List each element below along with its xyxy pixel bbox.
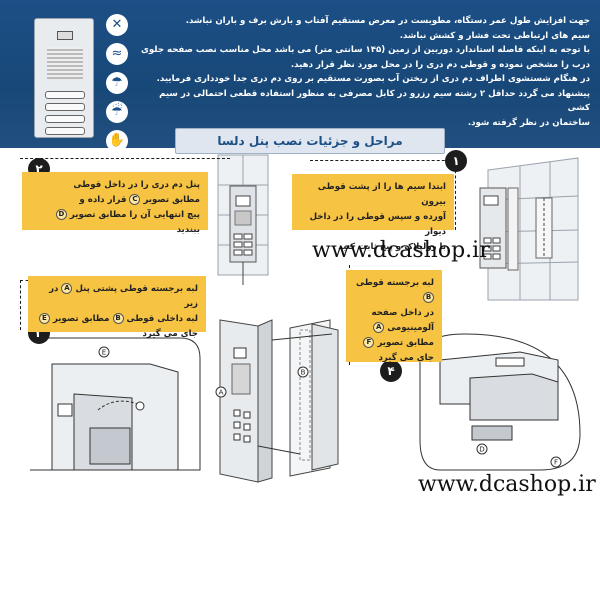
call-button <box>45 115 85 123</box>
intro-line: در هنگام شستشوی اطراف دم دری از ریختن آب… <box>156 74 590 84</box>
rain-icon: ☔ <box>106 101 128 123</box>
watermark: www.dcashop.ir <box>312 238 490 263</box>
callout-c-badge: C <box>129 194 141 205</box>
backbox-step1 <box>479 187 553 271</box>
warning-icons: ✕ ≈ ☂ ☔ ✋ <box>106 14 132 159</box>
call-button <box>45 103 85 111</box>
step-number: ۴ <box>380 360 402 382</box>
callout-b-badge: B <box>423 292 434 303</box>
dashed-border <box>455 160 456 230</box>
step-text: جای می گیرد <box>378 353 434 363</box>
panel-step2 <box>229 185 257 285</box>
intro-line: پیشنهاد می گردد حداقل ۲ رشته سیم رزرو در… <box>159 88 590 114</box>
callout-e: E <box>102 349 106 357</box>
intro-text: جهت افزایش طول عمر دستگاه، مطوبست در معر… <box>140 14 590 130</box>
intro-line: ساختمان در نظر گرفته شود. <box>467 117 590 128</box>
step-text: ببندید <box>176 225 200 235</box>
step-text: لبه برجسته قوطی <box>356 278 434 288</box>
panel-front-step3 <box>219 319 273 483</box>
step-text: لبه برجسته قوطی پشتی پنل <box>75 284 198 294</box>
call-button <box>45 91 85 99</box>
callout-d-badge: D <box>55 209 67 220</box>
step-text: ابتدا سیم ها را از پشت قوطی بیرون <box>317 182 446 207</box>
step-text: آلومینیومی <box>387 323 434 333</box>
step4-box: لبه برجسته قوطی B در داخل صفحه آلومینیوم… <box>346 270 442 363</box>
speaker-grille <box>47 47 83 79</box>
step-text: پیچ انتهایی آن را مطابق تصویر <box>69 210 200 220</box>
step-text: آورده و سپس قوطی را در داخل دیوار <box>309 212 446 237</box>
connector-lines <box>257 333 333 455</box>
callout-f-badge: F <box>363 337 375 348</box>
step-text: جای می گیرد <box>142 329 198 339</box>
step-text: لبه داخلی قوطی <box>126 314 199 324</box>
detail-circle-right <box>419 333 581 471</box>
callout-f: F <box>554 459 558 467</box>
dashed-border <box>20 280 21 330</box>
backbox-step4 <box>289 319 339 477</box>
callout-a-badge: A <box>373 322 385 333</box>
callout-d: D <box>479 446 484 454</box>
dashed-border <box>20 158 230 159</box>
detail-circle-left <box>30 337 201 471</box>
intro-line: درب را مشخص نموده و قوطی دم دری را در مح… <box>290 59 590 70</box>
camera-icon <box>57 31 73 40</box>
info-header: ✕ ≈ ☂ ☔ ✋ جهت افزایش طول عمر دستگاه، مطو… <box>0 0 600 152</box>
callout-letters: A B E F D <box>98 346 562 468</box>
door-panel-image <box>34 18 94 138</box>
dashed-border <box>310 160 460 161</box>
step-text: در زیر <box>49 284 198 309</box>
watermark: www.dcashop.ir <box>418 472 596 497</box>
step-text: در داخل صفحه <box>371 308 434 318</box>
step-text: مطابق تصویر <box>52 314 110 324</box>
step-text: مطابق تصویر <box>143 195 200 205</box>
weather-icon: ☂ <box>106 72 128 94</box>
step1-box: ابتدا سیم ها را از پشت قوطی بیرون آورده … <box>292 174 454 252</box>
callout-a-badge: A <box>61 283 73 294</box>
step-text: پنل دم دری را در داخل قوطی <box>73 180 200 190</box>
callout-b-badge: B <box>112 313 124 324</box>
step-text: مطابق تصویر <box>377 338 434 348</box>
no-tools-icon: ✕ <box>106 14 128 36</box>
callout-e-badge: E <box>38 313 50 324</box>
hand-icon: ✋ <box>106 130 128 152</box>
step-text: با رولپلاک و پیچ ثابت کنید <box>338 242 446 252</box>
intro-line: جهت افزایش طول عمر دستگاه، مطوبست در معر… <box>185 16 590 26</box>
step2-box: پنل دم دری را در داخل قوطی مطابق تصویر C… <box>22 172 208 235</box>
section-title: مراحل و جزئیات نصب پنل دلسا <box>175 128 445 154</box>
step3-box: لبه برجسته قوطی پشتی پنل A در زیر لبه دا… <box>28 276 206 339</box>
step-number: ۱ <box>445 150 467 172</box>
callout-a: A <box>219 389 224 397</box>
callout-b: B <box>301 369 306 377</box>
step-text: قرار داده و <box>79 195 127 205</box>
intro-line: سیم های ارتباطی تحت فشار و کشش نباشد. <box>399 30 590 41</box>
call-button <box>45 127 85 135</box>
cable-icon: ≈ <box>106 43 128 65</box>
intro-line: با توجه به اینکه فاصله استاندارد دوربین … <box>141 45 590 55</box>
